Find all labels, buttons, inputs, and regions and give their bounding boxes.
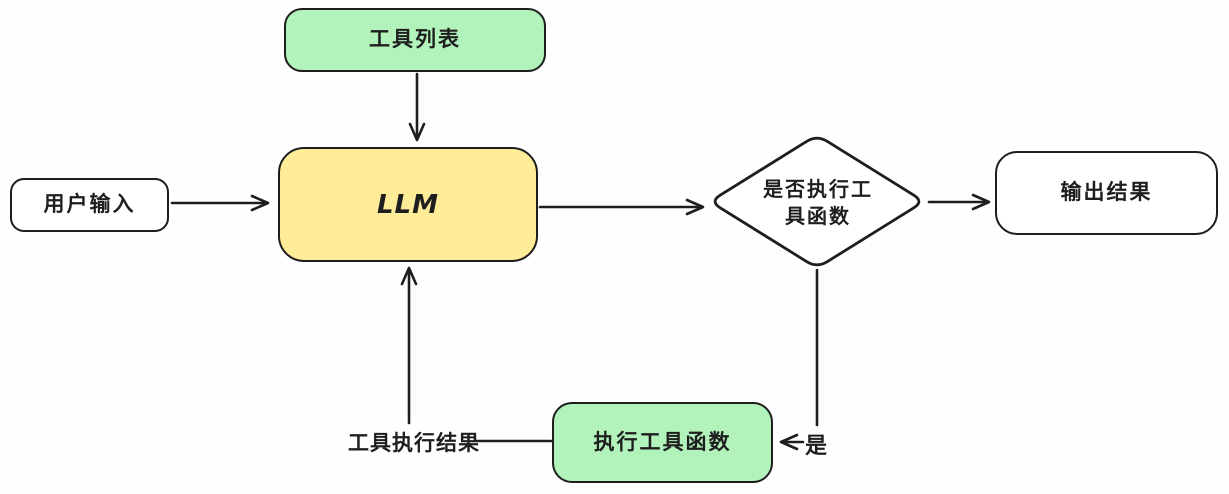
node-user-input: 用户输入 [10, 178, 169, 232]
edge-label-yes: 是 [805, 434, 828, 459]
node-output-label: 输出结果 [1060, 180, 1153, 205]
edge-user-input-to-llm [170, 194, 270, 212]
edge-llm-to-decision [538, 198, 705, 216]
node-llm: LLM [278, 147, 538, 262]
node-tool-list-label: 工具列表 [369, 27, 461, 52]
node-decision-label: 是否执行工具函数 [763, 177, 873, 228]
node-llm-label: LLM [376, 189, 439, 220]
node-user-input-label: 用户输入 [43, 192, 136, 217]
node-output: 输出结果 [995, 151, 1218, 235]
edge-decision-to-execute-tool [779, 268, 819, 451]
node-decision-shape [713, 136, 921, 267]
node-tool-list: 工具列表 [284, 8, 546, 72]
node-execute-tool: 执行工具函数 [552, 402, 773, 483]
edge-decision-to-output [927, 193, 991, 211]
node-execute-tool-label: 执行工具函数 [593, 429, 732, 454]
edge-tool-list-to-llm [408, 72, 426, 142]
edge-tool-result-to-llm [400, 266, 418, 425]
edge-label-tool-result: 工具执行结果 [348, 431, 480, 455]
